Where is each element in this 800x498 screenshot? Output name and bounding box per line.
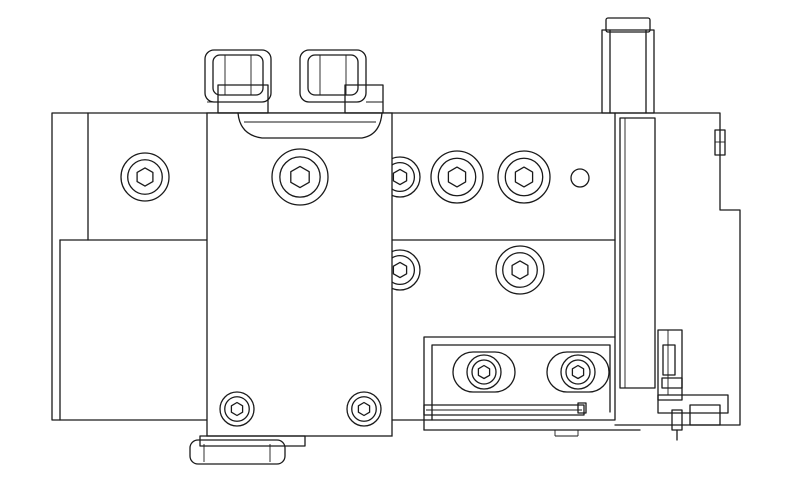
lower-slide-carriage <box>423 336 641 437</box>
screw-plate-bottom-left <box>219 391 255 427</box>
top-right-fitting <box>601 17 655 114</box>
slot-screw-right <box>546 351 610 393</box>
front-plate <box>206 112 393 437</box>
bottom-knob[interactable] <box>189 435 306 465</box>
slot-screw-left <box>452 351 516 393</box>
screw-housing-b <box>430 150 484 204</box>
screw-housing-a <box>392 156 421 198</box>
latch-mechanism <box>657 329 729 441</box>
screw-housing-c <box>497 150 551 204</box>
screw-housing-d <box>392 249 421 291</box>
screw-housing-e <box>495 245 545 295</box>
screw-plate-bottom-right <box>346 391 382 427</box>
top-knob-right[interactable] <box>299 49 384 114</box>
screw-housing-left <box>120 152 170 202</box>
top-knob-left[interactable] <box>204 49 272 114</box>
screw-group <box>120 148 610 427</box>
screw-plate-top <box>271 148 329 206</box>
pin-hole <box>570 168 590 188</box>
